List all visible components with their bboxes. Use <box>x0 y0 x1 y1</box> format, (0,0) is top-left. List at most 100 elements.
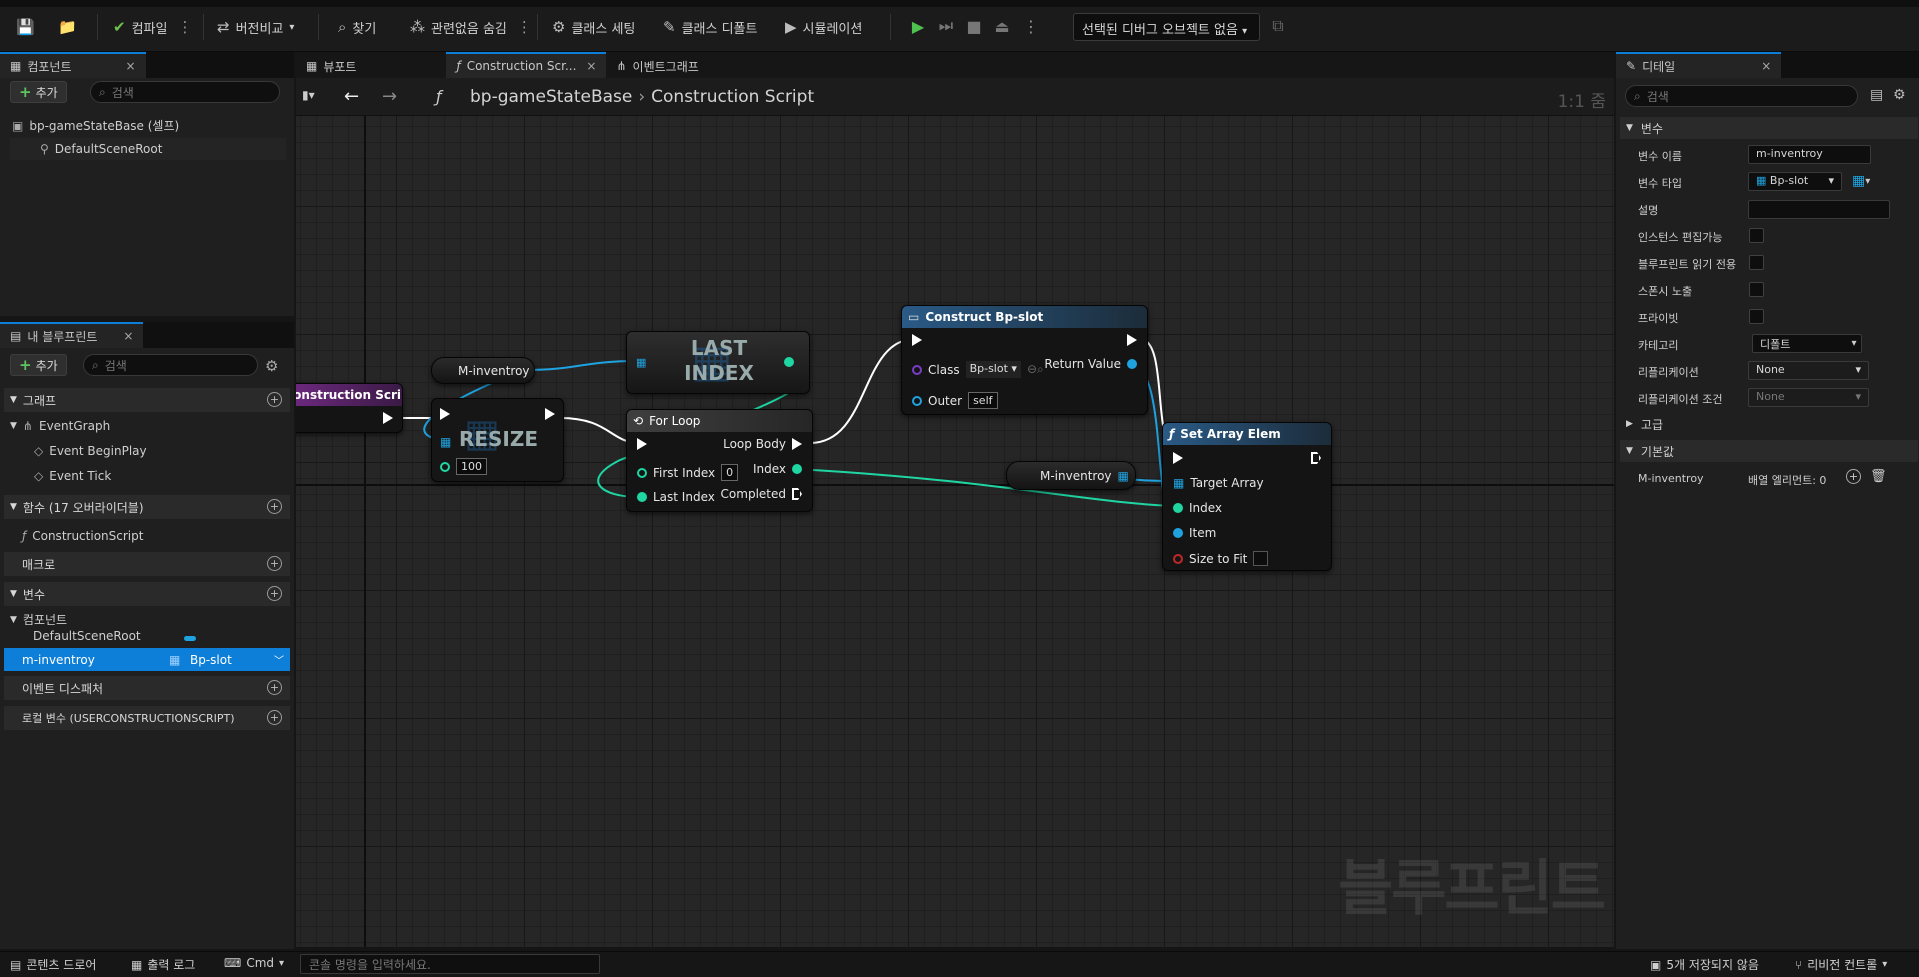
inventory-getter-node-2[interactable]: M-inventroy▦ <box>1006 461 1136 490</box>
component-self[interactable]: ▣bp-gameStateBase (셀프) <box>12 118 180 134</box>
tab-event-graph[interactable]: ⋔이벤트그래프 <box>616 59 699 74</box>
trash-icon[interactable]: 🗑 <box>1870 469 1887 484</box>
console-input[interactable]: 콘솔 명령을 입력하세요. <box>300 954 600 974</box>
play-icon[interactable]: ▶ <box>911 16 925 36</box>
back-arrow-icon[interactable]: ← <box>344 86 360 107</box>
my-blueprint-search-input[interactable]: ⌕검색 <box>83 354 258 376</box>
event-beginplay-item[interactable]: ◇Event BeginPlay <box>34 444 147 458</box>
first-index-pin[interactable] <box>637 467 647 478</box>
exec-in-pin[interactable] <box>1173 452 1183 464</box>
breadcrumb-graph[interactable]: Construction Script <box>651 87 815 107</box>
size-to-fit-pin[interactable] <box>1173 553 1183 564</box>
tab-my-blueprint[interactable]: ▤내 블루프린트× <box>0 322 144 348</box>
graphs-section[interactable]: ▼그래프+ <box>4 388 290 412</box>
inventory-getter-node[interactable]: M-inventroy▦ <box>431 357 535 384</box>
tab-details[interactable]: ✎디테일× <box>1616 52 1782 78</box>
forward-arrow-icon[interactable]: → <box>382 86 398 107</box>
size-input[interactable]: 100 <box>456 458 487 475</box>
size-to-fit-checkbox[interactable] <box>1253 551 1269 566</box>
class-pin[interactable] <box>912 364 922 375</box>
description-input[interactable] <box>1748 200 1890 219</box>
exec-out-pin[interactable] <box>1311 452 1321 464</box>
selected-variable-row[interactable]: m-inventroy▦Bp-slot﹀ <box>4 648 290 671</box>
bookmark-icon[interactable]: ▮▾ <box>302 88 315 102</box>
close-icon[interactable]: × <box>125 59 136 73</box>
local-vars-section[interactable]: 로컬 변수 (USERCONSTRUCTIONSCRIPT)+ <box>4 706 290 730</box>
diff-button[interactable]: ⇄버전비교▾ <box>217 18 295 37</box>
simulation-button[interactable]: ▶시뮬레이션 <box>785 18 863 37</box>
chevron-down-icon[interactable]: ﹀ <box>274 656 284 667</box>
item-pin[interactable] <box>1173 528 1183 538</box>
index-in-pin[interactable] <box>1173 503 1183 513</box>
target-array-pin[interactable]: ▦ <box>1173 476 1185 490</box>
components-search-input[interactable]: ⌕검색 <box>90 81 280 103</box>
category-dropdown-icon[interactable]: ▾ <box>1851 338 1857 349</box>
expose-on-spawn-checkbox[interactable] <box>1749 282 1764 297</box>
details-advanced-section[interactable]: ▶고급 <box>1620 413 1918 435</box>
exec-out-pin[interactable] <box>383 412 393 424</box>
unsaved-button[interactable]: ▣5개 저장되지 않음 <box>1650 957 1759 973</box>
details-search-input[interactable]: ⌕검색 <box>1625 85 1858 107</box>
add-dispatcher-icon[interactable]: + <box>267 680 282 695</box>
replication-dropdown[interactable]: None▾ <box>1748 361 1869 380</box>
hide-unrelated-button[interactable]: ⁂관련없음 숨김⋮ <box>410 18 532 37</box>
step-icon[interactable]: ⏭ <box>938 16 954 35</box>
int-out-pin[interactable] <box>784 357 794 367</box>
exec-in-pin[interactable] <box>637 438 647 450</box>
loop-body-pin[interactable] <box>792 438 802 450</box>
add-variable-icon[interactable]: + <box>267 586 282 601</box>
functions-section[interactable]: ▼함수 (17 오버라이더블)+ <box>4 495 290 519</box>
tab-viewport[interactable]: ▦뷰포트 <box>306 59 357 74</box>
last-index-pin[interactable] <box>637 492 647 502</box>
class-dropdown[interactable]: Bp-slot ▾ <box>965 361 1021 378</box>
browse-icon[interactable]: 📁 <box>58 18 77 36</box>
outer-pin[interactable] <box>912 395 922 406</box>
close-icon[interactable]: × <box>586 59 597 73</box>
add-component-button[interactable]: +추가 <box>10 81 67 103</box>
stop-icon[interactable]: ■ <box>966 16 982 36</box>
save-icon[interactable]: 💾 <box>16 18 35 36</box>
construction-script-node[interactable]: ▭Construction Script <box>296 383 403 433</box>
array-in-pin-icon[interactable]: ▦ <box>636 356 647 369</box>
dispatchers-section[interactable]: 이벤트 디스패처+ <box>4 676 290 700</box>
close-icon[interactable]: × <box>123 329 134 343</box>
exec-out-pin[interactable] <box>545 408 555 420</box>
add-local-var-icon[interactable]: + <box>267 710 282 725</box>
outer-input[interactable]: self <box>968 392 998 409</box>
category-input[interactable]: 디폴트 <box>1752 334 1862 353</box>
eject-icon[interactable]: ⏏ <box>994 16 1010 36</box>
class-settings-button[interactable]: ⚙클래스 세팅 <box>552 18 636 37</box>
resize-node[interactable]: ▦ RESIZE ▦ 100 <box>431 398 564 482</box>
find-button[interactable]: ⌕찾기 <box>338 18 377 37</box>
debug-object-dropdown[interactable]: 선택된 디버그 오브젝트 없음 ▾ <box>1073 13 1260 41</box>
browse-arrow-icon[interactable]: ⊖⌕ <box>1026 362 1044 376</box>
exec-in-pin[interactable] <box>912 334 922 346</box>
array-in-pin-icon[interactable]: ▦ <box>440 435 452 449</box>
components-var-group[interactable]: ▼컴포넌트 <box>10 613 68 627</box>
cmd-dropdown[interactable]: ⌨Cmd▾ <box>224 956 285 970</box>
default-scene-root-var[interactable]: DefaultSceneRoot <box>33 629 141 643</box>
output-log-button[interactable]: ▦출력 로그 <box>131 957 196 973</box>
rep-condition-dropdown[interactable]: None▾ <box>1748 388 1869 407</box>
add-member-button[interactable]: +추가 <box>10 354 67 376</box>
macros-section[interactable]: 매크로+ <box>4 552 290 576</box>
size-pin[interactable] <box>440 461 450 472</box>
close-icon[interactable]: × <box>1761 59 1772 73</box>
add-element-icon[interactable]: + <box>1846 469 1861 484</box>
array-pin-icon[interactable]: ▦ <box>1117 469 1129 483</box>
variable-name-input[interactable]: m-inventroy <box>1748 145 1871 164</box>
play-options-icon[interactable]: ⋮ <box>1023 16 1039 36</box>
table-view-icon[interactable]: ▤ <box>1870 87 1884 103</box>
tab-components[interactable]: ▦컴포넌트× <box>0 52 146 78</box>
private-checkbox[interactable] <box>1749 309 1764 324</box>
add-graph-icon[interactable]: + <box>267 392 282 407</box>
instance-editable-checkbox[interactable] <box>1749 228 1764 243</box>
blueprint-graph-canvas[interactable]: ▭Construction Script M-inventroy▦ ▦ RESI… <box>296 90 1614 947</box>
revision-control-button[interactable]: ⑂리비전 컨트롤▾ <box>1795 957 1888 973</box>
